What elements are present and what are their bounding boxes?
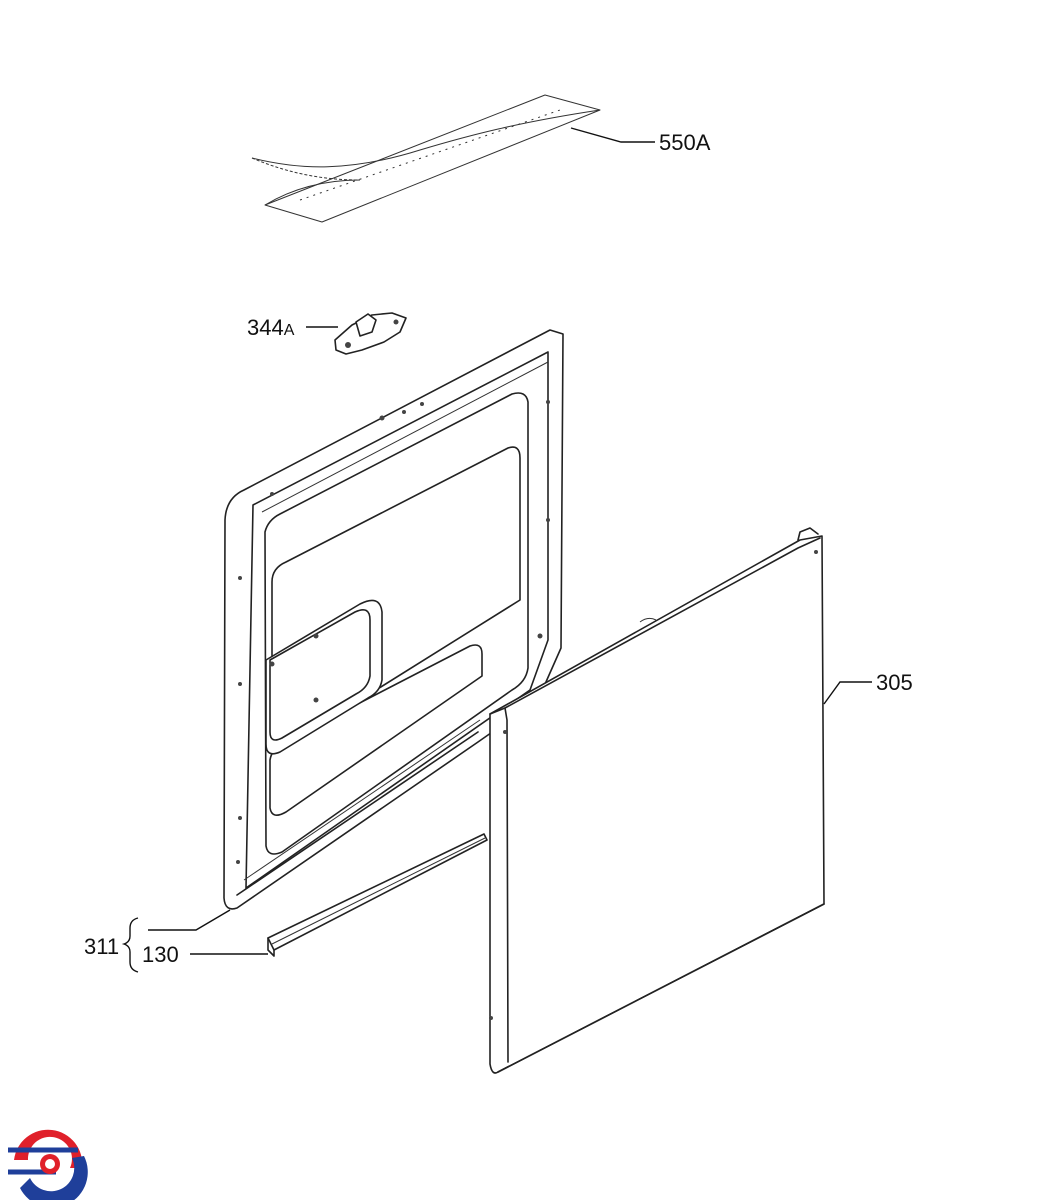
part-bottom-seal: [267, 833, 488, 957]
callout-130-label: 130: [142, 942, 179, 967]
callout-550a: 550A: [570, 127, 711, 155]
callout-550a-label: 550A: [659, 130, 711, 155]
part-hinge-clip: [334, 312, 407, 355]
callout-305: 305: [823, 670, 913, 705]
callout-311-label: 311: [84, 934, 119, 959]
part-insulation-sheet: [251, 94, 601, 223]
bracket-icon: [121, 917, 139, 973]
callout-311: 311: [84, 909, 231, 973]
callout-344a: 344A: [247, 315, 338, 340]
part-inner-door-frame: [223, 329, 564, 910]
part-outer-door-panel: [489, 527, 825, 1074]
callout-305-label: 305: [876, 670, 913, 695]
callout-130: 130: [142, 942, 268, 967]
brand-logo-icon: [8, 1129, 88, 1200]
callout-344a-label: 344A: [247, 315, 295, 340]
